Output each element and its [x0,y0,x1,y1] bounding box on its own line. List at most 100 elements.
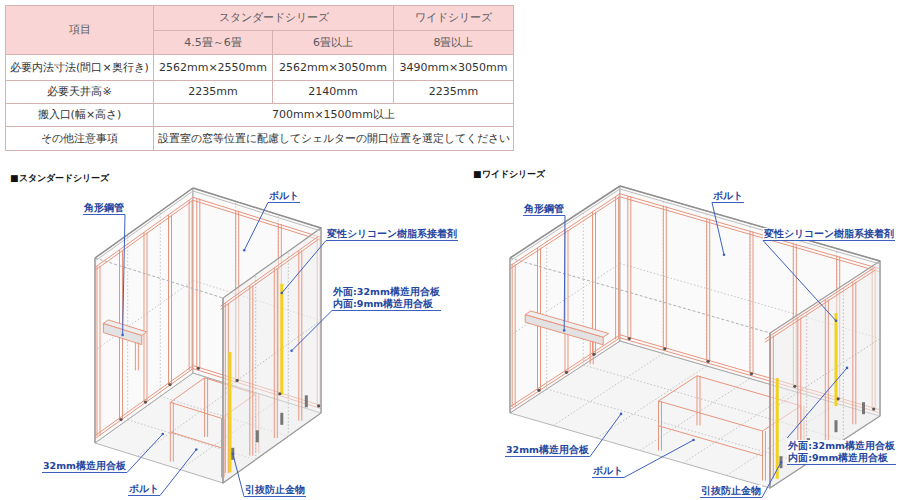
bolt [119,418,122,421]
callout-label: 変性シリコーン樹脂系接着剤 [763,228,895,241]
leader-line [233,454,244,497]
wall-panel [223,228,321,483]
frame-stud [750,231,751,374]
frame-plate [170,432,221,448]
leader-line [762,462,781,497]
frame-stud [773,336,774,479]
callout-label: ボルト [268,190,300,203]
table-cell-text: 3490mm×3050mm [395,55,512,79]
bolt [837,397,840,400]
frame-plate [659,376,698,401]
bolt [592,353,595,356]
table-cell-text: 2562mm×2550mm [155,55,271,79]
table-cell [154,55,273,81]
table-cell [154,127,514,151]
leader-line [712,203,724,255]
leader-line [787,368,847,438]
frame-stud [135,343,136,371]
table-cell-text: 設置室の窓等位置に配慮してシェルターの開口位置を選定してください [155,127,512,149]
frame-stud [709,219,710,362]
frame-stud [627,196,628,339]
table-header: スタンダードシリーズ [155,6,392,29]
hold-down-bracket [835,420,838,432]
frame-stud [515,264,516,407]
frame-stud [281,224,282,394]
frame-plate [510,335,620,407]
frame-stud [207,378,208,437]
frame-stud [171,215,172,385]
wall-seam [546,234,547,389]
table-cell-text: 2235mm [155,81,271,102]
table-cell [6,81,154,104]
leader-dot [243,249,246,252]
frame-stud [225,303,226,473]
bolt [317,404,320,407]
table-cell-text: 必要内法寸法(間口×奥行き) [7,55,152,79]
table-header: 項目 [7,6,152,53]
leader-line [127,434,163,473]
frame-stud [753,231,754,374]
frame-stud [274,268,275,438]
wall-seam [223,321,321,391]
adhesive-strip [835,313,838,406]
callout-label: 引抜防止金物 [700,485,762,498]
frame-stud [825,300,826,443]
frame-stud [700,376,701,426]
leader-line [624,440,694,478]
bolt [628,337,631,340]
shelter-room [95,188,321,483]
leader-line [160,450,196,496]
wall-seam [663,199,664,354]
wall-edge [509,258,510,413]
wall-rim [193,188,321,228]
frame-plate [193,197,321,237]
bolt [197,367,200,370]
table-cell [154,6,394,31]
frame-plate [170,378,204,403]
callout-label: 角形鋼管 [83,202,125,215]
table-cell [394,55,514,81]
table-cell-text: 2140mm [274,81,392,102]
table-cell [6,6,154,55]
hold-down-bracket [305,395,308,407]
leader-dot [563,329,566,332]
table-header: 8畳以上 [395,31,512,53]
frame-plate [510,338,620,410]
frame-stud [706,219,707,362]
frame-stud [168,215,169,385]
frame-plate [220,239,318,309]
table-cell [6,55,154,81]
frame-stud [855,282,856,425]
frame-stud [618,197,619,340]
table-cell-text: 700mm×1500mm以上 [155,104,512,125]
leader-line [763,241,836,321]
frame-stud [192,200,193,370]
wall-rim [620,186,880,261]
frame-stud [666,206,667,349]
section-heading: ■ワイドシリーズ [473,168,545,181]
frame-stud [199,198,200,368]
table-header: ワイドシリーズ [395,6,512,29]
frame-stud [204,378,205,437]
table-cell [273,55,394,81]
frame-stud [590,341,591,364]
table-cell-text: 必要天井高※ [7,81,152,102]
bolt [750,372,753,375]
leader-dot [162,433,165,436]
bolt [872,407,875,410]
table-cell-text: 搬入口(幅×高さ) [7,104,152,125]
frame-stud [797,318,798,461]
bolt [236,379,239,382]
frame-stud [122,250,123,420]
callout-label: 引抜防止金物 [244,484,306,497]
leader-lines [121,203,848,498]
frame-plate [765,270,875,342]
frame-stud [301,250,302,420]
frame-stud [173,402,174,461]
table-cell-text: その他注意事項 [7,127,152,149]
wall-edge [510,258,770,333]
frame-plate [95,369,193,439]
wall-rim [95,188,193,258]
callout-label: 32mm構造用合板 [42,460,127,473]
